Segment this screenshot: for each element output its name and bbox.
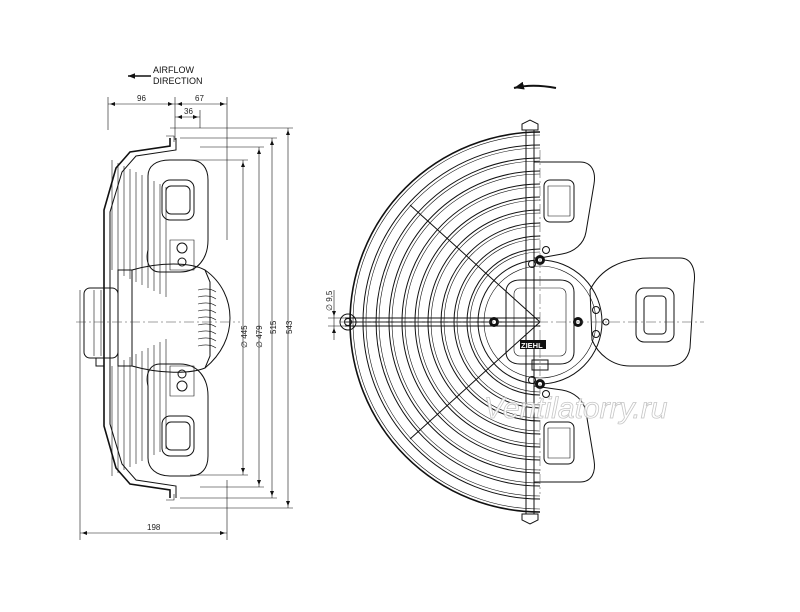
dim-515: 515 [269, 320, 278, 334]
side-motor [83, 263, 231, 373]
watermark-text: Ventilatorry.ru [484, 392, 668, 425]
motor-brand-label: ZIEHL [521, 341, 543, 350]
airflow-direction-label: AIRFLOW DIRECTION [128, 65, 203, 86]
side-guard-profile [103, 135, 177, 501]
rotation-arrow-icon [513, 81, 557, 90]
dim-198: 198 [147, 523, 161, 532]
hole-dimension: ∅ 9,5 [325, 290, 348, 340]
side-blades [146, 159, 217, 477]
side-view: AIRFLOW DIRECTION 96 67 36 [76, 65, 294, 540]
dim-479: ∅ 479 [255, 325, 264, 348]
dim-445: ∅ 445 [240, 325, 249, 348]
top-dimensions: 96 67 36 [107, 94, 228, 240]
front-blades [533, 161, 695, 483]
dim-543: 543 [285, 320, 294, 334]
front-view: ∅ 9,5 ZIEHL [325, 81, 704, 525]
dim-36: 36 [184, 107, 193, 116]
dim-96: 96 [137, 94, 146, 103]
motor-nameplate [520, 340, 546, 349]
dim-67: 67 [195, 94, 204, 103]
dim-9-5: ∅ 9,5 [325, 290, 334, 311]
airflow-label-line1: AIRFLOW [153, 65, 195, 75]
airflow-label-line2: DIRECTION [153, 76, 203, 86]
diameter-dimensions: ∅ 445 ∅ 479 515 543 [170, 127, 294, 509]
bottom-dimension: 198 [79, 290, 228, 540]
